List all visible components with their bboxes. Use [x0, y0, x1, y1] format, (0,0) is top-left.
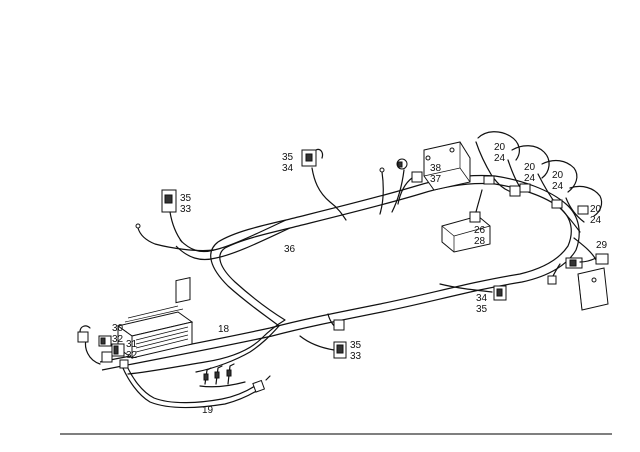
callout-20-c: 20	[552, 170, 564, 181]
module-38-37	[397, 141, 471, 205]
callout-31: 31	[126, 339, 138, 350]
control-unit-30	[116, 277, 194, 359]
callout-36: 36	[284, 244, 296, 255]
callout-19: 19	[202, 405, 214, 416]
callout-26: 26	[474, 225, 486, 236]
callout-30: 30	[112, 323, 124, 334]
top-center-pins	[379, 158, 408, 215]
callout-20-b: 20	[524, 162, 536, 173]
pin-connectors-group	[199, 363, 246, 388]
callout-24-a: 24	[494, 153, 506, 164]
callout-33-left: 33	[180, 204, 192, 215]
connectors-31-32	[77, 325, 125, 365]
callout-18: 18	[218, 324, 230, 335]
connector-34-35-right	[439, 283, 507, 301]
wire-end-left	[135, 223, 141, 229]
connector-35-34-top	[301, 148, 347, 221]
callout-20-d: 20	[590, 204, 602, 215]
callout-24-b: 24	[524, 173, 536, 184]
callout-38: 38	[430, 163, 442, 174]
callout-34-right: 34	[476, 293, 488, 304]
callout-32-a: 32	[112, 334, 124, 345]
cable-19	[119, 359, 271, 409]
callout-labels: 35 34 35 33 36 38 37 26 28 20 24 20 24 2…	[112, 142, 608, 416]
callout-24-d: 24	[590, 215, 602, 226]
callout-24-c: 24	[552, 181, 564, 192]
module-29	[547, 237, 609, 311]
callout-35-left: 35	[180, 193, 192, 204]
lamp-connectors-right	[475, 131, 603, 233]
connector-35-33-bottom	[299, 313, 347, 359]
callout-33-bottom: 33	[350, 351, 362, 362]
callout-35-right: 35	[476, 304, 488, 315]
callout-35-top: 35	[282, 152, 294, 163]
module-26-28	[441, 189, 491, 253]
callout-37: 37	[430, 174, 442, 185]
connector-35-33-left	[161, 189, 183, 243]
callout-32-b: 32	[126, 350, 138, 361]
callout-35-bottom: 35	[350, 340, 362, 351]
callout-34-top: 34	[282, 163, 294, 174]
callout-20-a: 20	[494, 142, 506, 153]
callout-29: 29	[596, 240, 608, 251]
callout-28: 28	[474, 236, 486, 247]
